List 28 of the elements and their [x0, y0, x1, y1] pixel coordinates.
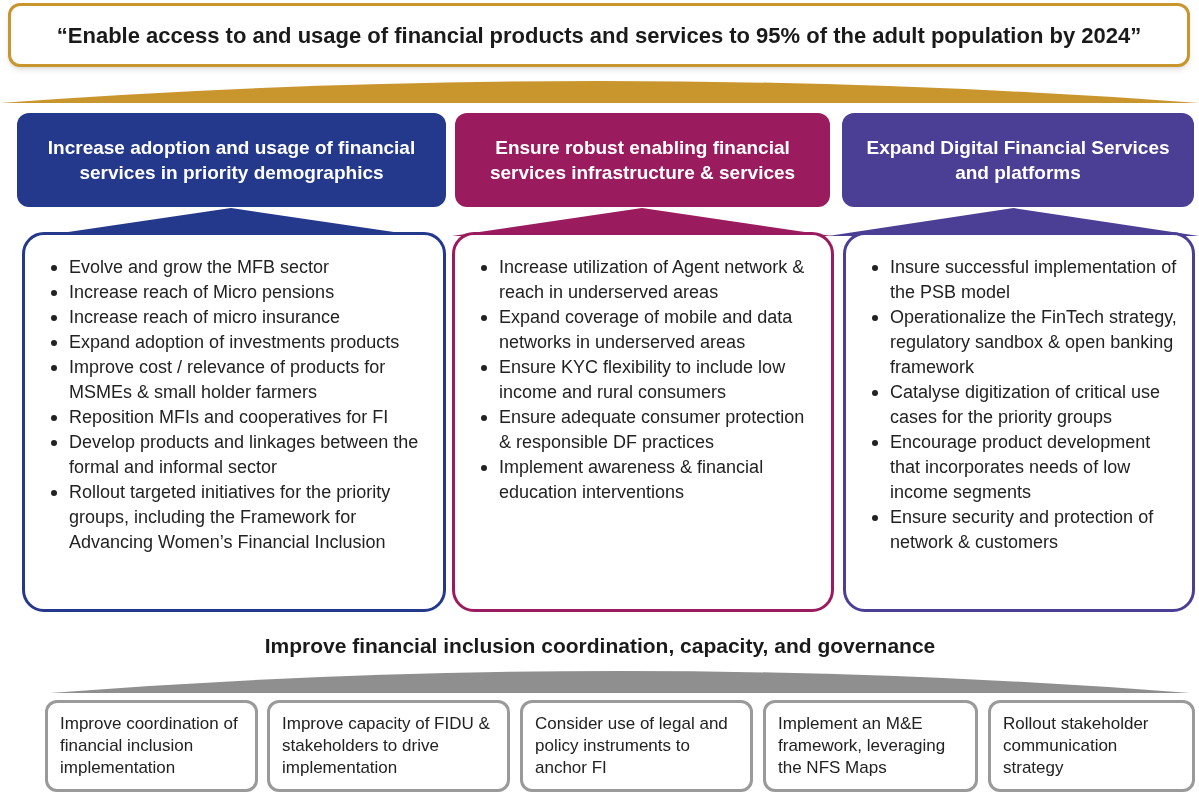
bullet-item: Ensure security and protection of network & customers: [890, 506, 1155, 554]
governance-box: Consider use of legal and policy instruments to anchor FI: [520, 700, 753, 792]
bullet-item: Increase utilization of Agent network & reach in underserved areas: [499, 256, 806, 304]
section-heading: Improve financial inclusion coordination, capacity, and governance: [263, 633, 937, 659]
bullet-item: Operationalize the FinTech strategy, regulatory sandbox & open banking framework: [890, 306, 1178, 379]
bullet-item: Insure successful implementation of the PSB model: [890, 256, 1178, 304]
bullet-item: Increase reach of micro insurance: [69, 306, 341, 329]
bullet-item: Expand coverage of mobile and data networks in underserved areas: [499, 306, 794, 354]
bullet-item: Catalyse digitization of critical use cases for the priority groups: [890, 381, 1162, 429]
bullet-item: Increase reach of Micro pensions: [69, 281, 335, 304]
governance-box: Rollout stakeholder communication strategy: [988, 700, 1195, 792]
bullet-item: Ensure KYC flexibility to include low income and rural consumers: [499, 356, 787, 404]
bullet-list-box: [22, 232, 446, 612]
bullet-item: Rollout targeted initiatives for the priority groups, including the Framework for Advancing Women’s Financial Inclusion: [69, 481, 392, 554]
bullet-item: Improve cost / relevance of products for MSMEs & small holder farmers: [69, 356, 387, 404]
bullet-item: Develop products and linkages between the formal and informal sector: [69, 431, 420, 479]
bullet-item: Encourage product development that incorporates needs of low income segments: [890, 431, 1152, 504]
governance-box: Implement an M&E framework, leveraging the NFS Maps: [763, 700, 978, 792]
bullet-item: Expand adoption of investments products: [69, 331, 400, 354]
bullet-list-box: [843, 232, 1195, 612]
bullet-item: Reposition MFIs and cooperatives for FI: [69, 406, 389, 429]
bullet-item: Ensure adequate consumer protection & responsible DF practices: [499, 406, 806, 454]
vision-box: “Enable access to and usage of financial products and services to 95% of the adult population by 2024”: [8, 3, 1190, 67]
governance-box: Improve coordination of financial inclusion implementation: [45, 700, 258, 792]
bullet-list-box: [452, 232, 834, 612]
governance-box: Improve capacity of FIDU & stakeholders to drive implementation: [267, 700, 510, 792]
bullet-item: Evolve and grow the MFB sector: [69, 256, 330, 279]
bullet-item: Implement awareness & financial education interventions: [499, 456, 765, 504]
